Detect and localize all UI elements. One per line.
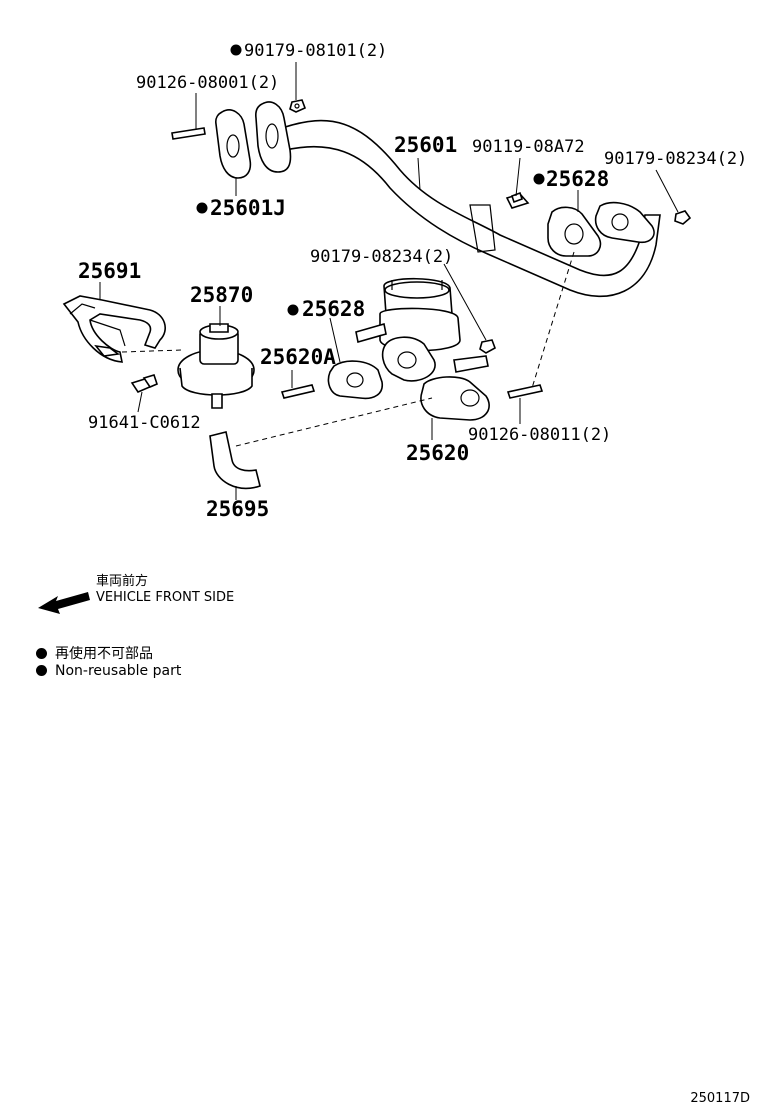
legend-text-ja: 再使用不可部品 <box>55 646 153 662</box>
arrow-left-icon <box>38 592 90 614</box>
bolt-90119-08a72 <box>505 191 530 209</box>
egr-pipe <box>281 119 661 298</box>
label-25601j: 25601J <box>210 196 286 220</box>
dash-line-hose-valve <box>235 397 433 447</box>
pipe-flange-right <box>594 201 655 244</box>
label-25628-left: 25628 <box>302 297 365 321</box>
label-25620: 25620 <box>406 441 469 465</box>
label-90126-08011: 90126-08011(2) <box>468 425 611 445</box>
gasket-25628-left <box>327 360 384 400</box>
nut-90179-08234-top <box>674 210 692 225</box>
gasket-25601j <box>215 109 252 179</box>
bullet-icon <box>36 665 47 676</box>
nut-90179-08234-valve <box>479 339 496 354</box>
label-25695: 25695 <box>206 497 269 521</box>
label-90179-08234-valve: 90179-08234(2) <box>310 247 453 267</box>
non-reusable-marker <box>287 304 299 316</box>
label-25628-right: 25628 <box>546 167 609 191</box>
hose-25695 <box>209 431 261 490</box>
legend-row-ja: 再使用不可部品 <box>36 643 153 663</box>
label-25691: 25691 <box>78 259 141 283</box>
vehicle-front-label-ja: 車両前方 <box>96 574 149 589</box>
label-90179-08101: 90179-08101(2) <box>244 41 387 61</box>
label-25601: 25601 <box>394 133 457 157</box>
non-reusable-marker <box>533 173 545 185</box>
label-90119-08a72: 90119-08A72 <box>472 137 585 157</box>
label-90126-08001: 90126-08001(2) <box>136 73 279 93</box>
non-reusable-marker <box>230 44 242 56</box>
legend-text-en: Non-reusable part <box>55 663 182 679</box>
stud-25620a <box>280 384 316 399</box>
bolt-91641-c0612 <box>130 374 158 393</box>
drawing-code: 250117D <box>690 1091 750 1106</box>
pipe-flange-left <box>255 101 292 173</box>
label-25620a: 25620A <box>260 345 336 369</box>
vehicle-front-indicator: 車両前方 VEHICLE FRONT SIDE <box>36 570 296 620</box>
legend-row-en: Non-reusable part <box>36 663 181 679</box>
bullet-icon <box>36 648 47 659</box>
stud-90126-08011 <box>506 384 544 399</box>
vsv-25870 <box>177 323 255 409</box>
stud-90126-08001 <box>171 127 206 140</box>
clamp-25691 <box>62 295 166 363</box>
non-reusable-marker <box>196 202 208 214</box>
label-25870: 25870 <box>190 283 253 307</box>
gasket-25628-right <box>547 206 602 257</box>
vehicle-front-label-en: VEHICLE FRONT SIDE <box>96 590 235 605</box>
egr-valve-25620 <box>355 277 490 421</box>
leader-lines <box>99 62 679 500</box>
label-91641-c0612: 91641-C0612 <box>88 413 201 433</box>
dash-line-clamp-vsv <box>121 349 183 353</box>
label-90179-08234-top: 90179-08234(2) <box>604 149 747 169</box>
dash-line-pipe-valve <box>531 251 575 389</box>
nut-90179-08101 <box>289 99 307 113</box>
